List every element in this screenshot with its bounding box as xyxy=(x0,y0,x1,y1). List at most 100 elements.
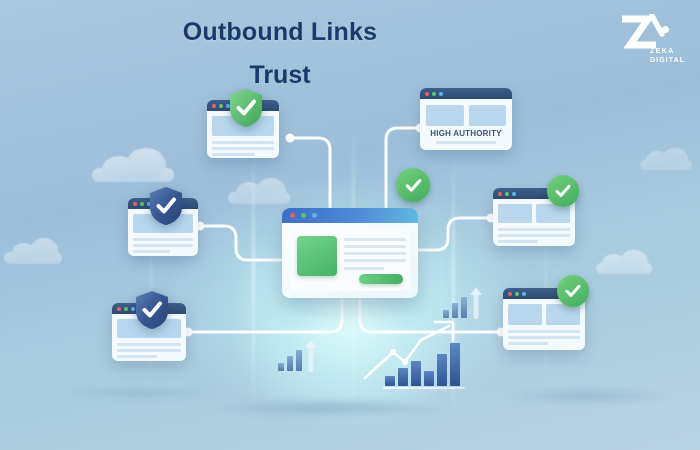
text-line xyxy=(344,245,406,248)
window-close-dot xyxy=(212,103,216,108)
node-card-top-left[interactable] xyxy=(207,89,279,158)
chart-bar xyxy=(424,371,434,386)
node-card-right-middle[interactable] xyxy=(493,175,579,246)
blue-shield-check-icon xyxy=(150,187,182,225)
green-circle-check-icon xyxy=(547,175,579,207)
growth-chart-small-left xyxy=(278,340,317,373)
blue-shield-check-icon xyxy=(136,291,168,329)
green-circle-check-icon-center xyxy=(396,168,430,202)
window-close-dot xyxy=(508,291,512,296)
high-authority-label: HIGH AUTHORITY xyxy=(430,129,502,138)
node-card-bottom-right[interactable] xyxy=(503,275,589,353)
image-placeholder xyxy=(546,304,580,325)
text-line xyxy=(498,234,570,237)
browser-titlebar xyxy=(493,188,575,199)
card-body xyxy=(503,299,585,353)
title-line-1: Outbound Links xyxy=(182,18,378,46)
placeholder-row xyxy=(498,204,570,223)
chart-bar xyxy=(461,297,467,318)
text-line xyxy=(436,141,496,144)
text-line xyxy=(212,147,274,150)
green-circle-check-icon xyxy=(557,275,589,307)
up-arrow-icon xyxy=(470,287,482,320)
text-line xyxy=(133,250,171,253)
ground-shadow xyxy=(60,385,220,401)
ground-shadow xyxy=(215,398,445,418)
node-card-high-authority[interactable]: HIGH AUTHORITY xyxy=(420,88,512,150)
green-shield-check-icon xyxy=(230,89,262,127)
text-line xyxy=(498,228,570,231)
chart-bar xyxy=(398,368,408,386)
central-website-window[interactable] xyxy=(282,208,418,298)
window-minimize-dot[interactable] xyxy=(301,213,306,218)
page-title: Outbound Links Trust xyxy=(0,18,560,90)
chart-bar xyxy=(452,303,458,318)
text-line xyxy=(133,238,193,241)
window-maximize-dot[interactable] xyxy=(312,213,317,218)
logo-dot xyxy=(662,26,669,33)
window-minimize-dot xyxy=(515,291,519,296)
ground-shadow xyxy=(497,388,677,404)
text-line xyxy=(133,244,193,247)
connector-endpoint-dot xyxy=(285,133,295,143)
image-placeholder xyxy=(536,204,570,223)
chart-bar xyxy=(437,354,447,386)
chart-bar xyxy=(411,361,421,386)
brand-logo[interactable]: ZEKA DIGITAL xyxy=(612,14,688,72)
connector-bottom-right xyxy=(358,298,501,334)
chart-bar xyxy=(296,350,302,371)
growth-chart-small-right xyxy=(443,287,482,320)
node-card-bottom-left[interactable] xyxy=(112,291,186,361)
window-minimize-dot xyxy=(505,191,509,196)
window-maximize-dot xyxy=(512,191,516,196)
brand-name: ZEKA xyxy=(650,48,675,55)
chart-bar xyxy=(450,343,460,386)
chart-bar xyxy=(278,363,284,371)
connector-right-middle xyxy=(416,216,491,252)
chart-bar xyxy=(385,376,395,386)
text-line xyxy=(508,342,548,345)
card-body xyxy=(112,314,186,366)
window-maximize-dot xyxy=(147,201,151,206)
window-minimize-dot xyxy=(124,306,128,311)
chart-baseline xyxy=(383,387,465,389)
text-line xyxy=(212,141,274,144)
image-placeholder xyxy=(117,319,181,338)
image-placeholder xyxy=(498,204,532,223)
text-line xyxy=(344,252,406,255)
brand-tagline: DIGITAL xyxy=(650,57,686,64)
connector-bottom-left xyxy=(188,298,344,334)
check-glyph xyxy=(555,184,571,197)
text-line xyxy=(344,259,406,262)
window-maximize-dot xyxy=(439,91,443,96)
window-close-dot xyxy=(117,306,121,311)
window-maximize-dot xyxy=(226,103,230,108)
browser-titlebar xyxy=(282,208,418,223)
trend-arrow-overlay xyxy=(363,320,455,380)
text-line xyxy=(117,343,181,346)
image-placeholder xyxy=(468,105,506,126)
placeholder-row xyxy=(426,105,506,126)
growth-chart-main xyxy=(363,320,465,389)
window-maximize-dot xyxy=(131,306,135,311)
window-minimize-dot xyxy=(432,91,436,96)
window-minimize-dot xyxy=(140,201,144,206)
text-line xyxy=(117,355,157,358)
placeholder-row xyxy=(508,304,580,325)
node-card-left-middle[interactable] xyxy=(128,187,198,256)
window-close-dot[interactable] xyxy=(290,213,295,218)
text-line xyxy=(117,349,181,352)
text-line xyxy=(344,267,384,270)
text-line xyxy=(508,336,580,339)
window-close-dot xyxy=(425,91,429,96)
card-body xyxy=(493,199,575,251)
browser-titlebar xyxy=(420,88,512,99)
card-body xyxy=(420,99,512,132)
hero-image-placeholder xyxy=(297,236,337,276)
window-maximize-dot xyxy=(522,291,526,296)
text-line xyxy=(212,153,256,156)
image-placeholder xyxy=(508,304,542,325)
text-line xyxy=(344,238,406,241)
call-to-action-button[interactable] xyxy=(359,274,403,284)
